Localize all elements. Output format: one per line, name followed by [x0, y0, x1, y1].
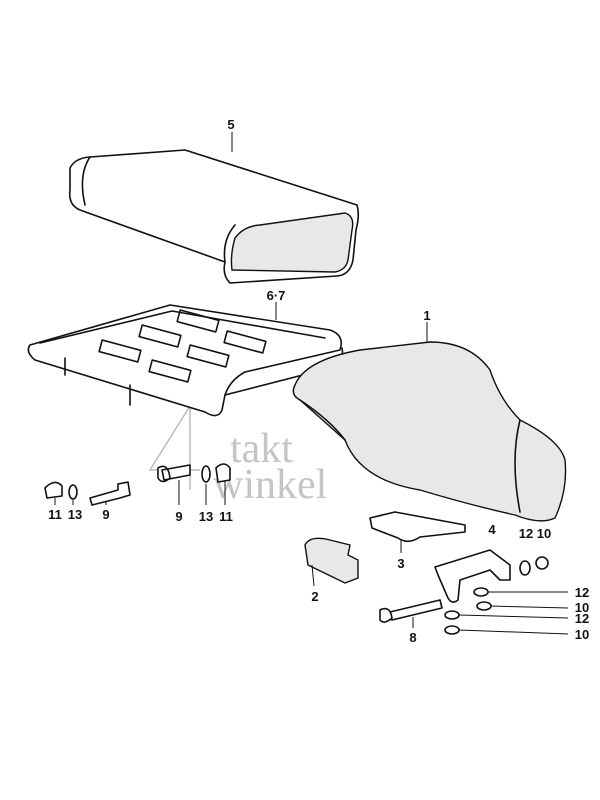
bolt-9-front [157, 464, 191, 483]
callout-5: 5 [227, 117, 234, 132]
nut-11-front [215, 463, 231, 483]
cap-nut-11 [44, 481, 63, 499]
part-2-plate [304, 537, 359, 584]
washer-13-front [201, 465, 211, 483]
callout-4: 4 [488, 522, 496, 537]
callout-11: 11 [48, 507, 62, 522]
callout-12: 12 [575, 611, 589, 626]
callout-12: 12 [519, 526, 533, 541]
callout-10: 10 [537, 526, 551, 541]
callout-6-7: 6·7 [267, 288, 286, 303]
callout-11: 11 [219, 509, 233, 524]
callout-8: 8 [409, 630, 416, 645]
callout-2: 2 [311, 589, 318, 604]
part-1-seat [292, 341, 567, 522]
callout-10: 10 [575, 627, 589, 642]
leader-lines [54, 132, 569, 635]
svg-text:takt: takt [230, 426, 293, 472]
svg-text:winkel: winkel [213, 462, 327, 508]
callout-1: 1 [423, 308, 430, 323]
callout-13: 13 [68, 507, 82, 522]
washer-13 [68, 484, 78, 500]
fasteners-left [44, 463, 231, 506]
callout-13: 13 [199, 509, 213, 524]
callout-12: 12 [575, 585, 589, 600]
bolt-9 [89, 481, 131, 506]
callout-3: 3 [397, 556, 404, 571]
callout-9: 9 [102, 507, 109, 522]
callouts: 5 6·7 1 9 13 11 11 13 9 4 12 10 3 2 12 1… [48, 117, 589, 645]
callout-9: 9 [175, 509, 182, 524]
part-3-plate [369, 511, 466, 543]
callout-10: 10 [575, 600, 589, 615]
part-4-bracket [434, 549, 511, 603]
part-6-7-carrier [27, 304, 344, 417]
watermark-logo: takt winkel [148, 362, 453, 508]
part-5-seat-pad [68, 149, 360, 284]
part-8-bolt [379, 599, 443, 623]
